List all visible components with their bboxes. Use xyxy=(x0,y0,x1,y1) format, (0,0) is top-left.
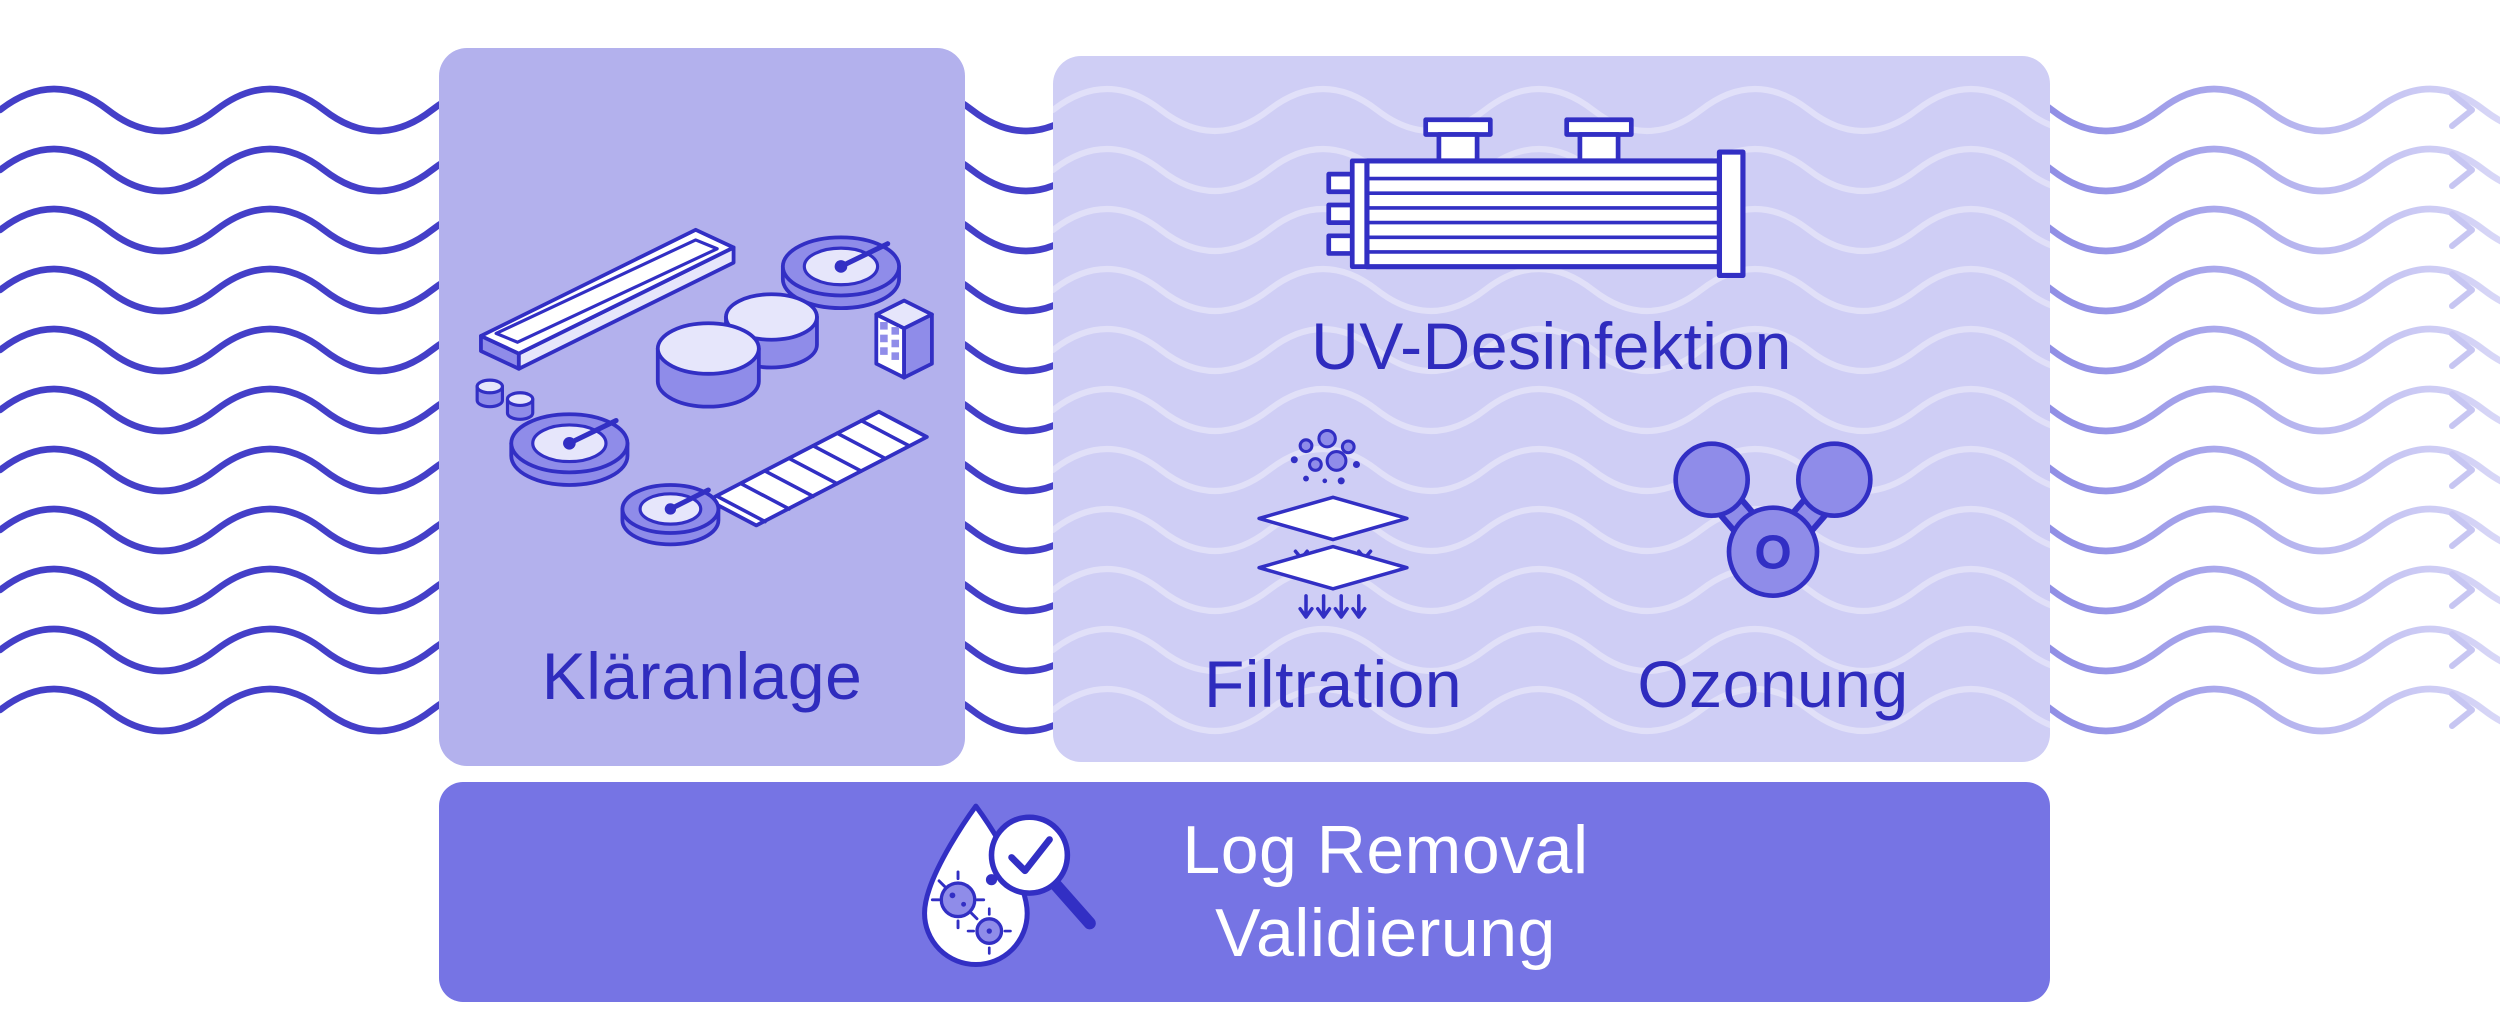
treatment-card: UV-Desinfektion xyxy=(1053,56,2050,762)
ozone-molecule-icon: O xyxy=(1673,441,1873,598)
validation-line1: Log Removal xyxy=(1182,812,1589,889)
validation-bar-text: Log Removal Validierung xyxy=(1182,809,1588,975)
ozonung-section: O Ozonung xyxy=(1553,424,1993,722)
klaeranlage-card: Kläranlage xyxy=(439,48,965,766)
validation-bar: Log Removal Validierung xyxy=(439,782,2050,1002)
filtration-section: Filtration xyxy=(1113,424,1553,722)
uv-disinfection-reactor-icon xyxy=(1325,117,1746,279)
ozonung-label: Ozonung xyxy=(1637,647,1909,721)
wastewater-treatment-plant-icon xyxy=(475,227,934,547)
ozonung-icon-box: O xyxy=(1653,424,1893,634)
droplet-microbes-magnifier-icon xyxy=(922,803,1097,968)
oxygen-letter: O xyxy=(1754,527,1791,580)
uv-desinfektion-label: UV-Desinfektion xyxy=(1311,309,1792,383)
klaeranlage-label: Kläranlage xyxy=(541,639,863,713)
flow-direction-chevrons xyxy=(2449,91,2475,729)
filtration-layers-icon xyxy=(1257,429,1409,619)
filtration-icon-box xyxy=(1245,424,1421,634)
filtration-label: Filtration xyxy=(1203,647,1463,721)
validation-line2: Validierung xyxy=(1215,895,1556,971)
